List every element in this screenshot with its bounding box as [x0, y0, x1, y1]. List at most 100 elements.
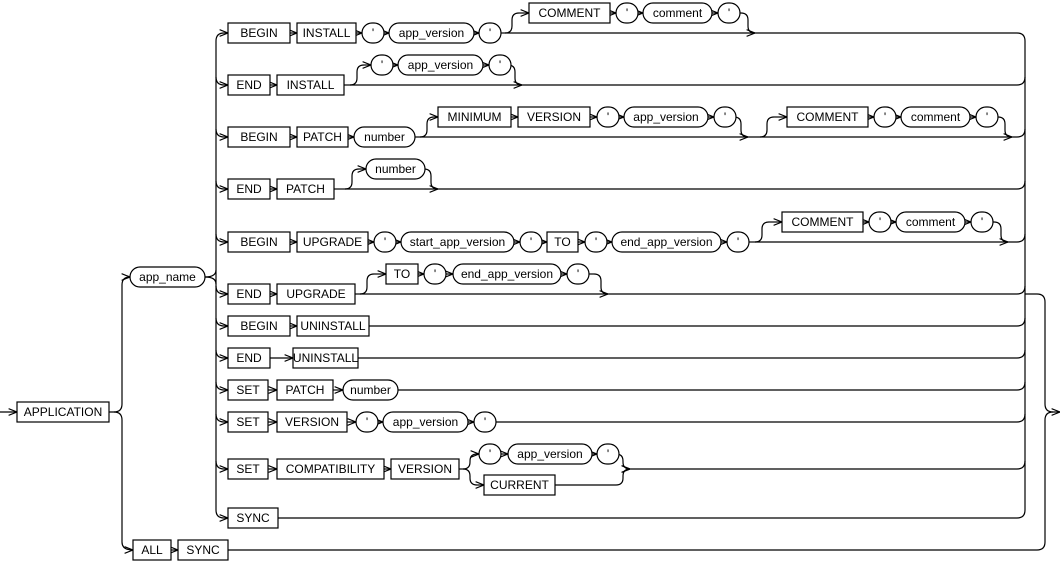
- rail-line: [1025, 293, 1060, 412]
- svg-text:': ': [737, 235, 739, 249]
- rail-line: [228, 411, 1054, 551]
- keyword-set: SET: [227, 458, 269, 480]
- variable-quote: ': [566, 263, 590, 285]
- keyword-end: END: [227, 178, 271, 200]
- variable-quote: ': [873, 106, 897, 128]
- rail-line: [419, 116, 435, 138]
- rail-line: [344, 168, 360, 190]
- svg-text:app_version: app_version: [393, 415, 458, 429]
- svg-text:BEGIN: BEGIN: [240, 26, 277, 40]
- keyword-patch: PATCH: [296, 126, 349, 148]
- svg-text:': ': [577, 267, 579, 281]
- rail-line: [215, 317, 225, 327]
- svg-text:': ': [489, 26, 491, 40]
- variable-quote: ': [726, 231, 750, 253]
- keyword-upgrade: UPGRADE: [276, 283, 356, 305]
- rail-line: [215, 413, 225, 423]
- variable-number: number: [365, 158, 426, 180]
- rail-line: [204, 276, 217, 285]
- svg-text:comment: comment: [911, 110, 961, 124]
- variable-quote: ': [596, 443, 620, 465]
- svg-text:start_app_version: start_app_version: [410, 235, 505, 249]
- variable-quote: ': [478, 22, 502, 44]
- keyword-version: VERSION: [517, 106, 591, 128]
- keyword-begin: BEGIN: [227, 22, 291, 44]
- svg-text:TO: TO: [554, 235, 570, 249]
- svg-text:': ': [595, 235, 597, 249]
- variable-quote: ': [615, 2, 639, 24]
- rail-line: [1016, 233, 1026, 243]
- keyword-all: ALL: [132, 539, 172, 561]
- variable-quote: ': [473, 411, 497, 433]
- rail-line: [1016, 381, 1026, 391]
- svg-text:SET: SET: [236, 462, 260, 476]
- variable-app_version: app_version: [397, 54, 484, 76]
- keyword-uninstall: UNINSTALL: [296, 315, 370, 337]
- keyword-comment: COMMENT: [528, 2, 611, 24]
- rail-line: [1016, 128, 1026, 138]
- svg-text:VERSION: VERSION: [285, 415, 339, 429]
- svg-text:': ': [434, 267, 436, 281]
- rail-line: [215, 128, 225, 138]
- variable-number: number: [342, 379, 399, 401]
- variable-number: number: [353, 126, 416, 148]
- svg-text:END: END: [236, 78, 262, 92]
- svg-text:VERSION: VERSION: [398, 462, 452, 476]
- svg-text:': ': [489, 447, 491, 461]
- svg-text:app_version: app_version: [399, 26, 464, 40]
- svg-text:COMMENT: COMMENT: [797, 110, 860, 124]
- variable-quote: ': [423, 263, 447, 285]
- svg-text:': ': [372, 26, 374, 40]
- svg-text:number: number: [375, 162, 416, 176]
- svg-text:UNINSTALL: UNINSTALL: [293, 351, 358, 365]
- rail-line: [109, 277, 131, 413]
- rail-line: [1016, 413, 1026, 423]
- svg-text:BEGIN: BEGIN: [240, 319, 277, 333]
- svg-text:number: number: [350, 383, 391, 397]
- rail-lines: [0, 13, 1060, 550]
- svg-text:INSTALL: INSTALL: [303, 26, 351, 40]
- keyword-comment: COMMENT: [781, 211, 864, 233]
- rail-line: [215, 285, 225, 295]
- keyword-install: INSTALL: [296, 22, 357, 44]
- svg-text:app_name: app_name: [139, 270, 196, 284]
- keyword-end: END: [227, 283, 271, 305]
- svg-text:SET: SET: [236, 383, 260, 397]
- svg-text:COMMENT: COMMENT: [539, 6, 602, 20]
- rail-line: [359, 273, 375, 295]
- keyword-current: CURRENT: [483, 474, 556, 496]
- svg-text:SYNC: SYNC: [236, 511, 270, 525]
- svg-text:': ': [530, 235, 532, 249]
- keyword-upgrade: UPGRADE: [296, 231, 369, 253]
- variable-comment: comment: [642, 2, 713, 24]
- svg-text:app_version: app_version: [517, 447, 582, 461]
- variable-quote: ': [478, 443, 502, 465]
- svg-text:MINIMUM: MINIMUM: [448, 110, 502, 124]
- variable-app_version: app_version: [382, 411, 469, 433]
- svg-text:': ': [884, 110, 886, 124]
- variable-start_app_version: start_app_version: [400, 231, 515, 253]
- svg-text:': ': [484, 415, 486, 429]
- rail-line: [215, 233, 225, 243]
- keyword-to: TO: [385, 263, 419, 285]
- rail-line: [462, 468, 478, 486]
- keyword-set: SET: [227, 411, 269, 433]
- rail-line: [215, 76, 225, 86]
- svg-text:UNINSTALL: UNINSTALL: [300, 319, 365, 333]
- rail-line: [113, 411, 134, 550]
- variable-quote: ': [519, 231, 543, 253]
- variable-end_app_version: end_app_version: [452, 263, 562, 285]
- svg-text:end_app_version: end_app_version: [620, 235, 712, 249]
- variable-comment: comment: [900, 106, 971, 128]
- svg-text:VERSION: VERSION: [527, 110, 581, 124]
- variable-app_version: app_version: [388, 22, 475, 44]
- variable-app_version: app_version: [623, 106, 709, 128]
- svg-text:UPGRADE: UPGRADE: [286, 287, 345, 301]
- keyword-sync: SYNC: [227, 507, 279, 529]
- variable-app_name: app_name: [129, 266, 206, 288]
- variable-quote: ': [584, 231, 608, 253]
- variable-app_version: app_version: [507, 443, 593, 465]
- rail-line: [423, 168, 439, 189]
- rail-line: [593, 273, 609, 294]
- rail-line: [215, 180, 225, 190]
